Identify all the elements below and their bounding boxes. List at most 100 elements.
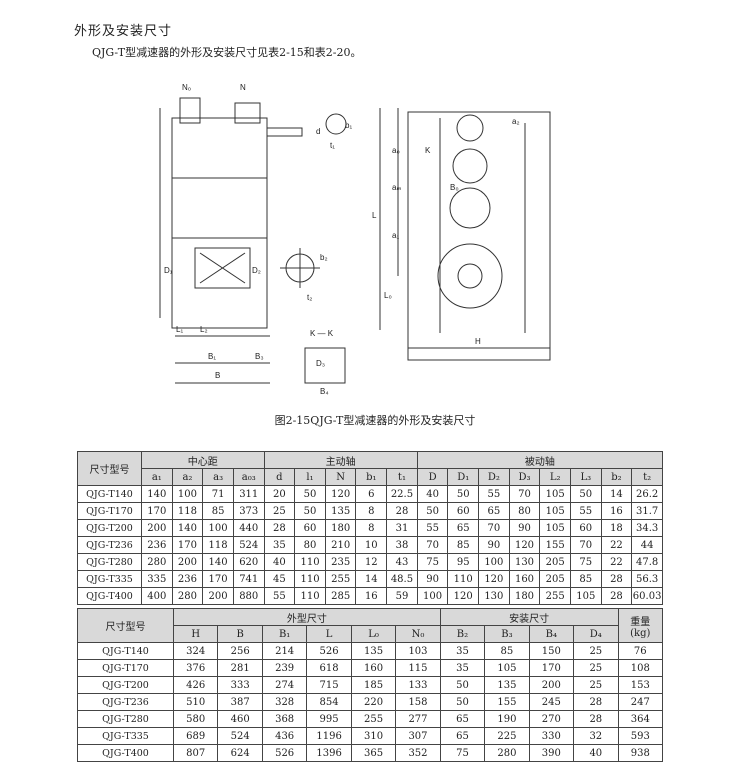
value-cell: 95 xyxy=(447,553,480,571)
label-a0: a₀ xyxy=(392,146,400,155)
label-t2: t₂ xyxy=(307,293,312,302)
value-cell: 85 xyxy=(569,570,602,588)
value-cell: 150 xyxy=(528,642,575,660)
value-cell: 40 xyxy=(573,744,619,762)
value-cell: 274 xyxy=(261,676,308,694)
t1-subheader: L₃ xyxy=(569,468,602,486)
model-cell: QJG-T140 xyxy=(77,485,142,503)
value-cell: 50 xyxy=(439,693,486,711)
gear-circle-4 xyxy=(437,243,503,309)
t1-subheader: D xyxy=(416,468,449,486)
t2-weight-label: 重量 xyxy=(630,616,651,628)
t1-subheader: a₀₃ xyxy=(232,468,265,486)
value-cell: 255 xyxy=(350,710,397,728)
value-cell: 440 xyxy=(232,519,265,537)
value-cell: 105 xyxy=(539,485,571,503)
t2-subheader: H xyxy=(172,625,219,643)
model-cell: QJG-T170 xyxy=(77,659,174,677)
value-cell: 160 xyxy=(350,659,397,677)
t2-group-outline: 外型尺寸 xyxy=(173,608,441,626)
value-cell: 352 xyxy=(395,744,441,762)
t1-group-drive: 主动轴 xyxy=(263,451,418,469)
t1-subheader: D₂ xyxy=(478,468,510,486)
value-cell: 210 xyxy=(324,536,357,554)
value-cell: 22.5 xyxy=(386,485,418,503)
value-cell: 103 xyxy=(395,642,441,660)
value-cell: 715 xyxy=(306,676,352,694)
value-cell: 185 xyxy=(350,676,397,694)
value-cell: 50 xyxy=(416,502,449,520)
value-cell: 368 xyxy=(261,710,308,728)
t2-subheader: B₂ xyxy=(439,625,486,643)
value-cell: 100 xyxy=(202,519,234,537)
t1-subheader: a₁ xyxy=(141,468,173,486)
t1-subheader: d xyxy=(263,468,296,486)
value-cell: 133 xyxy=(395,676,441,694)
value-cell: 624 xyxy=(217,744,263,762)
label-am: aₘ xyxy=(392,183,401,192)
value-cell: 80 xyxy=(294,536,326,554)
value-cell: 140 xyxy=(202,553,234,571)
value-cell: 170 xyxy=(171,536,204,554)
label-n: N xyxy=(240,83,246,92)
label-bb1: B₁ xyxy=(208,352,216,361)
value-cell: 50 xyxy=(294,502,326,520)
model-cell: QJG-T236 xyxy=(77,536,142,554)
value-cell: 28 xyxy=(600,587,633,605)
t1-subheader: b₂ xyxy=(600,468,633,486)
top-box-right xyxy=(234,102,261,124)
value-cell: 10 xyxy=(355,536,388,554)
value-cell: 50 xyxy=(439,676,486,694)
value-cell: 247 xyxy=(617,693,664,711)
value-cell: 153 xyxy=(617,676,664,694)
input-shaft xyxy=(266,127,303,137)
value-cell: 741 xyxy=(232,570,265,588)
label-l: L xyxy=(372,211,377,220)
value-cell: 55 xyxy=(263,587,296,605)
value-cell: 170 xyxy=(202,570,234,588)
value-cell: 85 xyxy=(447,536,480,554)
t1-group-center: 中心距 xyxy=(141,451,265,469)
value-cell: 25 xyxy=(573,676,619,694)
model-cell: QJG-T280 xyxy=(77,710,174,728)
front-view-body xyxy=(171,117,268,329)
value-cell: 277 xyxy=(395,710,441,728)
value-cell: 220 xyxy=(350,693,397,711)
value-cell: 170 xyxy=(528,659,575,677)
t1-subheader: N xyxy=(324,468,357,486)
value-cell: 118 xyxy=(171,502,204,520)
value-cell: 40 xyxy=(263,553,296,571)
value-cell: 120 xyxy=(447,587,480,605)
value-cell: 110 xyxy=(447,570,480,588)
value-cell: 34.3 xyxy=(631,519,663,537)
t1-subheader: t₁ xyxy=(386,468,418,486)
label-d2: D₂ xyxy=(252,266,261,275)
value-cell: 854 xyxy=(306,693,352,711)
label-n0: N₀ xyxy=(182,83,191,92)
t2-subheader: N₀ xyxy=(395,625,441,643)
value-cell: 16 xyxy=(355,587,388,605)
value-cell: 620 xyxy=(232,553,265,571)
value-cell: 120 xyxy=(478,570,510,588)
value-cell: 236 xyxy=(171,570,204,588)
t2-subheader: B₃ xyxy=(484,625,530,643)
value-cell: 20 xyxy=(263,485,296,503)
value-cell: 140 xyxy=(171,519,204,537)
value-cell: 526 xyxy=(306,642,352,660)
label-d: d xyxy=(316,127,320,136)
value-cell: 205 xyxy=(539,553,571,571)
label-a1: a₁ xyxy=(392,231,399,240)
value-cell: 55 xyxy=(569,502,602,520)
value-cell: 618 xyxy=(306,659,352,677)
value-cell: 190 xyxy=(484,710,530,728)
label-t1: t₁ xyxy=(330,141,335,150)
